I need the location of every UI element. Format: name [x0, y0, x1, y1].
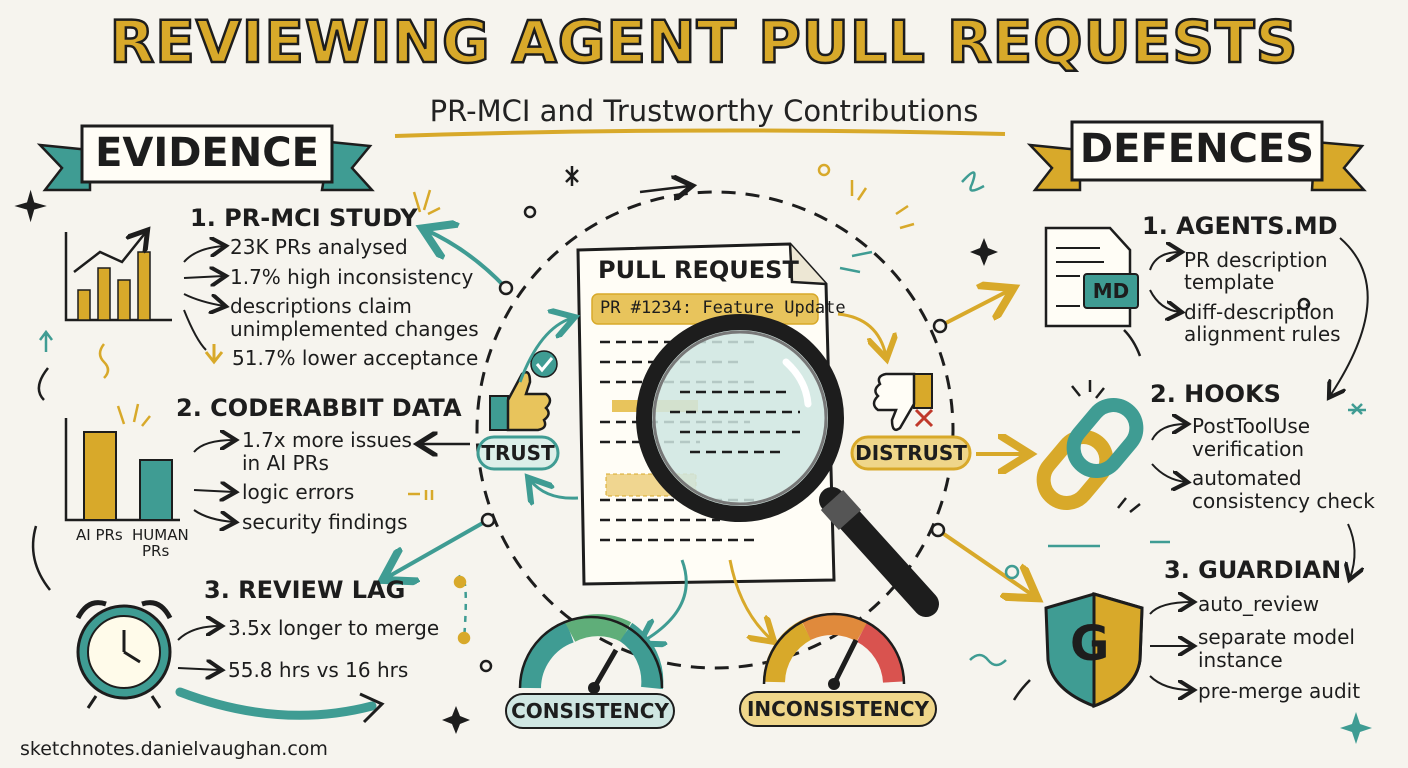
md-icon-label: MD [1092, 279, 1130, 303]
subtitle-underline [394, 128, 1006, 138]
hooks-item: automated [1192, 466, 1302, 490]
alarm-clock-icon [75, 600, 173, 709]
teal-swoosh-arrow [175, 687, 377, 720]
shield-letter: G [1070, 616, 1110, 672]
defences-banner-label: DEFENCES [1079, 126, 1315, 172]
hooks-item: consistency check [1192, 489, 1375, 513]
trust-pill [476, 435, 560, 471]
magnifying-glass-icon [636, 314, 939, 617]
footer-url: sketchnotes.danielvaughan.com [20, 738, 328, 760]
distrust-pill [850, 435, 972, 471]
agents-item: PR description [1184, 248, 1328, 272]
down-arrow-icon [204, 344, 224, 365]
coderabbit-heading: 2. CODERABBIT DATA [176, 394, 462, 422]
agents-item: template [1184, 270, 1275, 294]
page-subtitle: PR-MCI and Trustworthy Contributions [429, 94, 979, 128]
hooks-item: PostToolUse [1192, 414, 1311, 438]
pr-mci-item: 51.7% lower acceptance [232, 346, 479, 370]
bar-line-chart-icon [64, 232, 172, 322]
inconsistency-gauge-icon [762, 612, 906, 690]
guardian-item: auto_review [1198, 592, 1320, 616]
hooks-item: verification [1192, 437, 1305, 461]
page-title: REVIEWING AGENT PULL REQUESTS [108, 7, 1299, 78]
thumbs-down-icon [872, 372, 934, 431]
guardian-item: separate model [1198, 625, 1355, 649]
coderabbit-item: in AI PRs [242, 451, 329, 475]
ai-prs-bar-label: AI PRs [76, 526, 123, 544]
distrust-label: DISTRUST [855, 441, 967, 465]
guardian-item: instance [1198, 648, 1283, 672]
pr-mci-item: unimplemented changes [230, 317, 479, 341]
shield-icon [1044, 592, 1144, 709]
consistency-label: CONSISTENCY [511, 699, 669, 723]
review-lag-heading: 3. REVIEW LAG [204, 576, 406, 604]
defences-banner [1026, 120, 1367, 192]
left-item-arrows [177, 246, 234, 670]
coderabbit-item: logic errors [242, 480, 355, 504]
hooks-heading: 2. HOOKS [1150, 380, 1281, 408]
agents-item: diff-description [1184, 300, 1335, 324]
pr-mci-item: descriptions claim [230, 294, 412, 318]
comparison-bar-chart-icon [64, 418, 180, 522]
pr-mci-heading: 1. PR-MCI STUDY [190, 204, 418, 232]
guardian-item: pre-merge audit [1198, 679, 1361, 703]
pr-mci-item: 1.7% high inconsistency [230, 265, 474, 289]
review-cycle-ring [475, 190, 955, 670]
decorative-doodles [14, 163, 1372, 744]
human-prs-bar-label: HUMAN [132, 526, 189, 544]
human-prs-bar-label-2: PRs [142, 542, 170, 560]
inconsistency-label: INCONSISTENCY [746, 697, 930, 721]
right-item-arrows [1149, 237, 1369, 690]
coderabbit-item: security findings [242, 510, 408, 534]
center-flow-arrows [518, 314, 886, 642]
agents-item: alignment rules [1184, 322, 1341, 346]
consistency-gauge-icon [518, 614, 664, 694]
review-lag-item: 3.5x longer to merge [228, 616, 440, 640]
agents-md-heading: 1. AGENTS.MD [1142, 212, 1338, 240]
chain-link-icon [1036, 398, 1144, 510]
review-lag-item: 55.8 hrs vs 16 hrs [228, 658, 409, 682]
evidence-banner-label: EVIDENCE [95, 130, 319, 176]
evidence-banner [36, 124, 375, 192]
thumbs-up-icon [489, 350, 558, 432]
consistency-pill [505, 693, 675, 729]
coderabbit-item: 1.7x more issues [242, 428, 412, 452]
document-title: PULL REQUEST [598, 256, 799, 284]
markdown-file-icon [1044, 226, 1139, 328]
inconsistency-pill [739, 691, 937, 727]
side-connectors [386, 230, 1034, 596]
guardian-heading: 3. GUARDIAN [1164, 556, 1342, 584]
pr-mci-item: 23K PRs analysed [230, 235, 408, 259]
trust-label: TRUST [481, 441, 555, 465]
pr-number-label: PR #1234: Feature Update [600, 298, 846, 318]
